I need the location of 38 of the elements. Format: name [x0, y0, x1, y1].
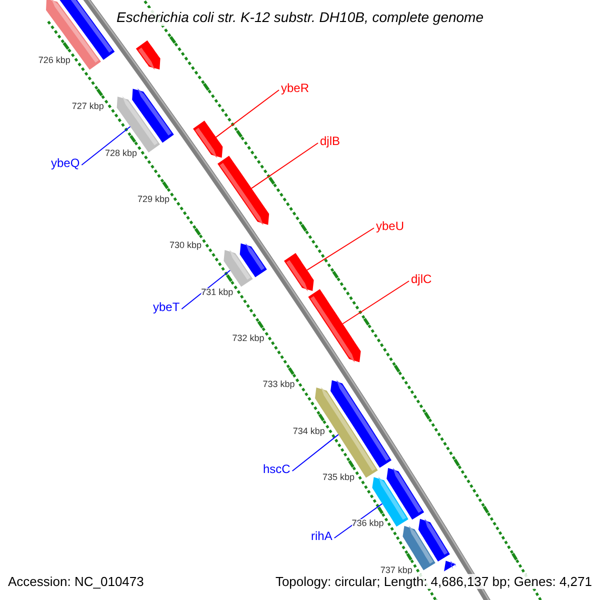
- gene-block: [444, 560, 456, 572]
- tick-label: 732 kbp: [232, 334, 264, 344]
- gene-label: ybeT: [153, 301, 180, 313]
- gene-label: hscC: [263, 463, 290, 475]
- gene-block: [330, 380, 392, 468]
- tick-label: 734 kbp: [292, 426, 325, 436]
- gene-block: [136, 40, 160, 70]
- tick-label: 729 kbp: [137, 195, 170, 204]
- tick-label: 736 kbp: [352, 519, 384, 528]
- accession-text: Accession: NC_010473: [6, 574, 146, 589]
- leader-line: [81, 126, 131, 166]
- gene-block: [284, 253, 314, 292]
- gene-block: [224, 250, 253, 287]
- gene-block: [308, 289, 361, 362]
- gene-block: [132, 88, 174, 143]
- gene-label: djlC: [411, 273, 432, 285]
- gene-label: rihA: [311, 530, 332, 542]
- leader-line: [292, 434, 339, 472]
- tick-label: 737 kbp: [380, 566, 412, 575]
- gene-label: djlB: [320, 135, 340, 147]
- tick-label: 731 kbp: [201, 288, 234, 297]
- leader-line: [306, 228, 374, 271]
- tick-label: 730 kbp: [170, 241, 202, 250]
- topology-text: Topology: circular; Length: 4,686,137 bp; Genes: 4,271: [273, 574, 594, 589]
- tick-label: 728 kbp: [104, 148, 137, 158]
- gene-block: [193, 120, 223, 158]
- tick-label: 735 kbp: [322, 473, 355, 482]
- gene-block: [218, 156, 270, 226]
- leader-line: [181, 270, 231, 310]
- leader-line: [251, 142, 318, 189]
- tick-label: 733 kbp: [262, 380, 295, 390]
- leader-line: [342, 280, 410, 324]
- gene-label: ybeR: [281, 82, 310, 94]
- gene-label: ybeQ: [51, 157, 80, 169]
- gene-label: ybeU: [376, 220, 404, 232]
- tick-label: 727 kbp: [72, 102, 104, 112]
- tick-label: 726 kbp: [38, 56, 70, 65]
- leader-line: [216, 90, 280, 138]
